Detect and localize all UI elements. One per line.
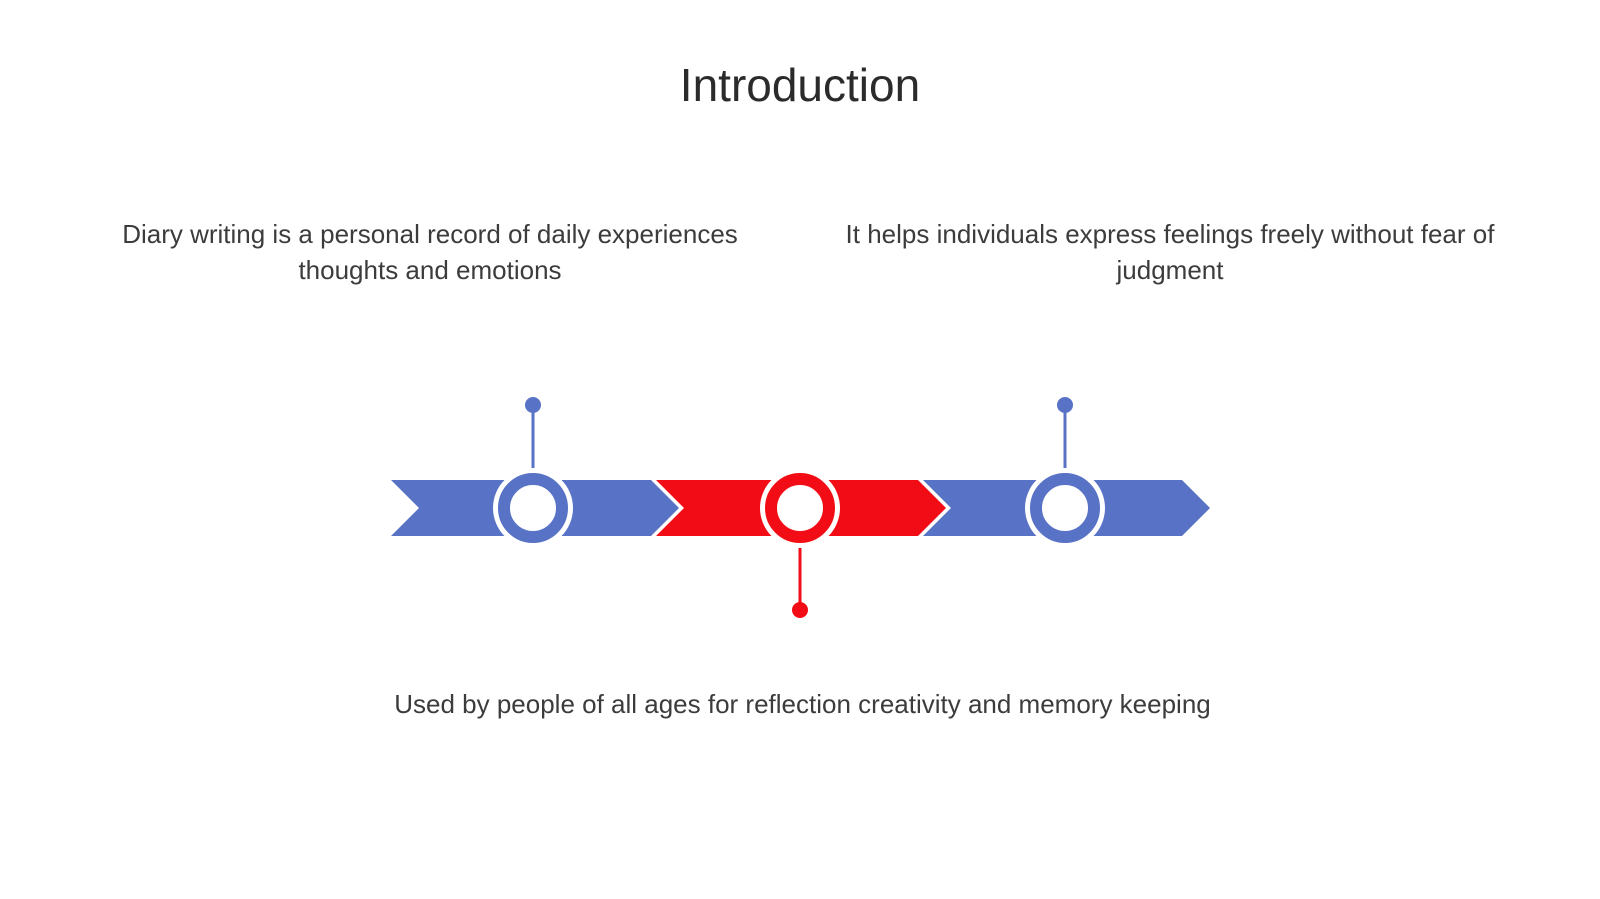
- pin-1: [525, 397, 541, 480]
- point-text-1: Diary writing is a personal record of da…: [122, 219, 738, 285]
- slide-title: Introduction: [679, 59, 921, 111]
- milestone-ring-1: [493, 468, 573, 548]
- point-text-2: It helps individuals express feelings fr…: [845, 219, 1495, 285]
- milestone-ring-2: [760, 468, 840, 548]
- point-text-3: Used by people of all ages for reflectio…: [394, 689, 1211, 719]
- pin-3: [1057, 397, 1073, 480]
- milestone-ring-3: [1025, 468, 1105, 548]
